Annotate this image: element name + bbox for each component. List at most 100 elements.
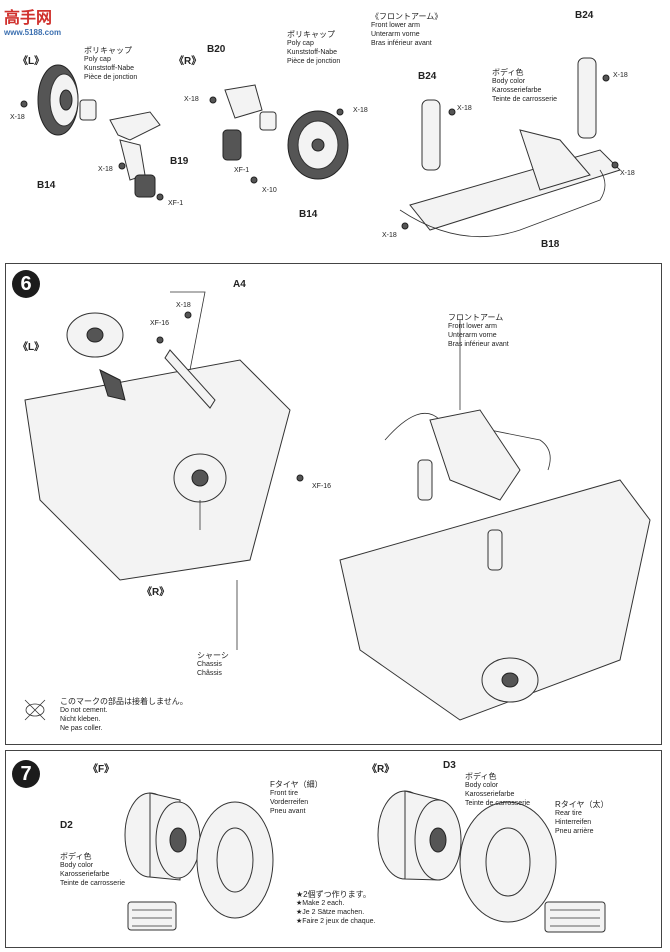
no-cement-de: Nicht kleben. [60, 716, 101, 723]
part-D2: D2 [60, 820, 73, 831]
step5-right-hub-drawing [209, 84, 349, 184]
rear-tire-jp: Rタイヤ（太） [555, 800, 609, 809]
step6-front-arm-en: Front lower arm [448, 323, 498, 330]
step5-front-arm-label: 《フロントアーム》 Front lower arm Unterarm vorne… [371, 12, 442, 48]
step6-right-label: 《R》 [142, 587, 170, 598]
part-X18-g: X-18 [620, 170, 635, 177]
make2-en: ★Make 2 each. [296, 900, 345, 907]
rear-tire-en: Rear tire [555, 810, 582, 817]
front-arm-fr: Bras inférieur avant [371, 40, 432, 47]
no-cement-fr: Ne pas coller. [60, 725, 103, 732]
body-color-de: Karosseriefarbe [492, 87, 542, 94]
part-B14-right: B14 [299, 209, 318, 220]
step6-XF16-bottom: XF-16 [312, 483, 332, 490]
front-arm-en: Front lower arm [371, 22, 421, 29]
part-X18-d: X-18 [353, 107, 368, 114]
step7-rear-tire-label: Rタイヤ（太） Rear tire Hinterreifen Pneu arri… [555, 800, 609, 836]
polycap-right-de: Kunststoff-Nabe [287, 49, 338, 56]
body-color-f-fr: Teinte de carrosserie [60, 880, 125, 887]
part-X18-h: X-18 [382, 232, 397, 239]
part-D3: D3 [443, 760, 456, 771]
part-X18-b: X-18 [98, 166, 113, 173]
body-color-en: Body color [492, 78, 526, 85]
part-B24-left: B24 [418, 71, 437, 82]
watermark-brand: 高手网 [4, 10, 53, 27]
chassis-en: Chassis [197, 661, 222, 668]
no-cement-jp: このマークの部品は接着しません。 [60, 697, 188, 706]
front-tire-fr: Pneu avant [270, 808, 306, 815]
polycap-right-en: Poly cap [287, 40, 314, 47]
part-B20: B20 [207, 44, 226, 55]
no-cement-en: Do not cement. [60, 707, 108, 714]
body-color-r-de: Karosseriefarbe [465, 791, 515, 798]
step5-body-color-label: ボディ色 Body color Karosseriefarbe Teinte d… [492, 68, 557, 104]
step6-X18: X-18 [176, 302, 191, 309]
step6-chassis-left-drawing [24, 291, 304, 581]
step7-panel [5, 750, 662, 948]
polycap-left-fr: Pièce de jonction [84, 74, 138, 81]
step6-front-arm-fr: Bras inférieur avant [448, 341, 509, 348]
part-X18-f: X-18 [613, 72, 628, 79]
step7-front-tire-label: Fタイヤ（細） Front tire Vorderreifen Pneu ava… [270, 780, 323, 816]
body-color-r-jp: ボディ色 [465, 772, 497, 781]
part-X10: X-10 [262, 187, 277, 194]
step7-rear-wheel-drawing [377, 790, 606, 933]
chassis-fr: Châssis [197, 670, 222, 677]
make2-fr: ★Faire 2 jeux de chaque. [296, 918, 376, 925]
step6-panel [5, 263, 662, 745]
part-XF1-a: XF-1 [168, 200, 184, 207]
step7-rear-label: 《R》 [367, 764, 395, 775]
step7-number-badge: 7 [12, 760, 40, 788]
part-XF1-b: XF-1 [234, 167, 250, 174]
step7-body-color-rear: ボディ色 Body color Karosseriefarbe Teinte d… [465, 772, 530, 808]
front-tire-en: Front tire [270, 790, 299, 797]
step6-left-label: 《L》 [18, 342, 45, 353]
polycap-left-de: Kunststoff-Nabe [84, 65, 135, 72]
front-tire-jp: Fタイヤ（細） [270, 780, 323, 789]
part-B18: B18 [541, 239, 560, 250]
step5-front-arm-drawing [399, 57, 621, 238]
polycap-left-en: Poly cap [84, 56, 111, 63]
step6-no-cement-note: このマークの部品は接着しません。 Do not cement. Nicht kl… [60, 697, 188, 733]
step6-chassis-right-drawing [236, 320, 651, 721]
rear-tire-de: Hinterreifen [555, 819, 592, 826]
polycap-right-jp: ポリキャップ [287, 30, 335, 39]
watermark-url: www.5188.com [4, 28, 62, 37]
part-X18-c: X-18 [184, 96, 199, 103]
step6-front-arm-de: Unterarm vorne [448, 332, 497, 339]
step5-left-hub-drawing [20, 64, 164, 201]
step6-XF16-top: XF-16 [150, 320, 170, 327]
make2-de: ★Je 2 Sätze machen. [296, 909, 365, 916]
part-X18-a: X-18 [10, 114, 25, 121]
chassis-jp: シャーシ [197, 651, 229, 660]
step5-right-label: 《R》 [174, 56, 202, 67]
step7-body-color-front: ボディ色 Body color Karosseriefarbe Teinte d… [60, 852, 125, 888]
step6-front-arm-label: フロントアーム Front lower arm Unterarm vorne B… [448, 313, 509, 349]
front-tire-de: Vorderreifen [270, 799, 309, 806]
part-B14-left: B14 [37, 180, 56, 191]
step6-chassis-label: シャーシ Chassis Châssis [197, 651, 229, 678]
front-arm-jp: 《フロントアーム》 [371, 12, 443, 21]
step5-polycap-left: ポリキャップ Poly cap Kunststoff-Nabe Pièce de… [84, 46, 137, 82]
body-color-fr: Teinte de carrosserie [492, 96, 557, 103]
rear-tire-fr: Pneu arrière [555, 828, 594, 835]
step7-front-label: 《F》 [88, 764, 115, 775]
step7-make-two-note: ★2個ずつ作ります。 ★Make 2 each. ★Je 2 Sätze mac… [296, 890, 375, 926]
step5-left-label: 《L》 [18, 56, 45, 67]
body-color-r-en: Body color [465, 782, 499, 789]
make2-jp: ★2個ずつ作ります。 [296, 890, 371, 899]
part-B24-right: B24 [575, 10, 594, 21]
body-color-f-en: Body color [60, 862, 94, 869]
body-color-jp: ボディ色 [492, 68, 524, 77]
no-cement-mark-legend [24, 699, 46, 721]
body-color-f-jp: ボディ色 [60, 852, 92, 861]
body-color-r-fr: Teinte de carrosserie [465, 800, 530, 807]
step5-polycap-right: ポリキャップ Poly cap Kunststoff-Nabe Pièce de… [287, 30, 340, 66]
polycap-left-jp: ポリキャップ [84, 46, 132, 55]
front-arm-de: Unterarm vorne [371, 31, 420, 38]
step6-A4: A4 [233, 279, 246, 290]
step6-number-badge: 6 [12, 270, 40, 298]
body-color-f-de: Karosseriefarbe [60, 871, 110, 878]
step7-front-wheel-drawing [124, 792, 274, 931]
